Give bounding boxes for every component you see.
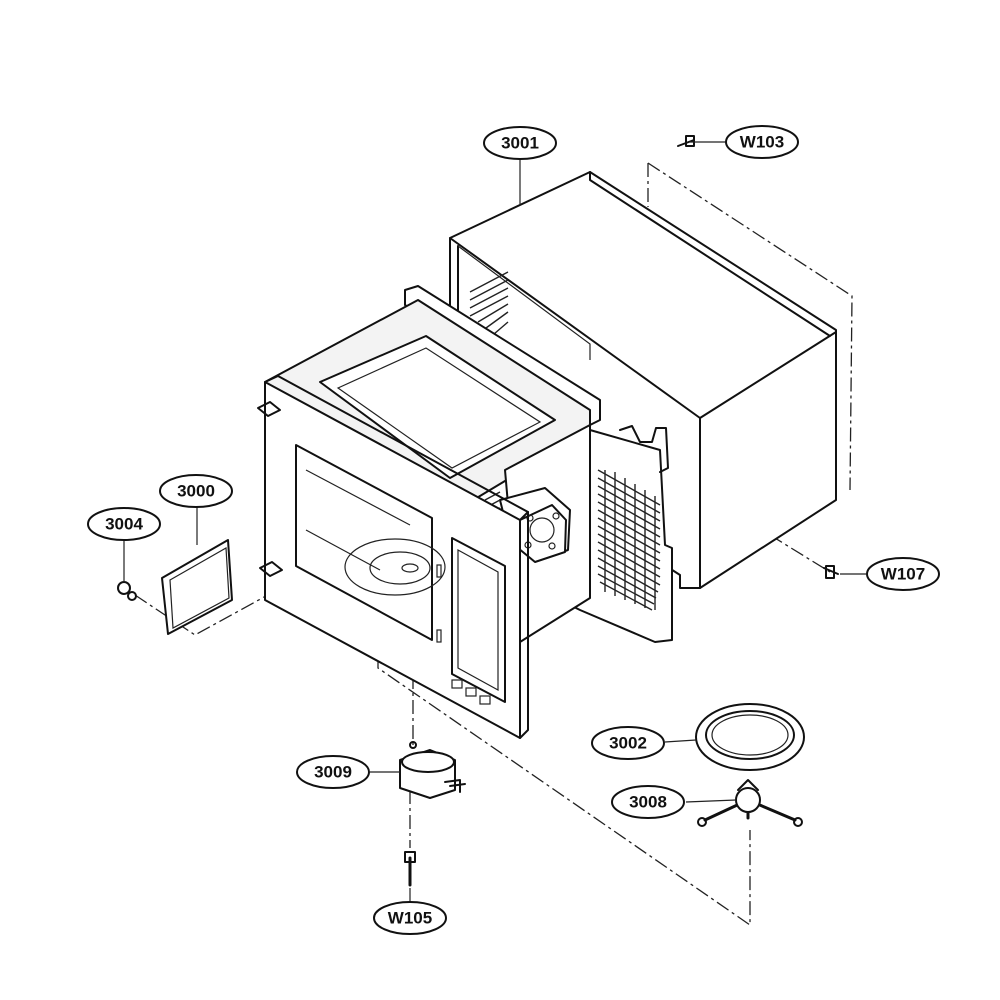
roller-support (697, 779, 803, 827)
callout-w105: W105 (373, 901, 447, 935)
svg-text:3009: 3009 (314, 763, 352, 782)
callout-3001: 3001 (483, 126, 557, 160)
svg-text:3001: 3001 (501, 134, 539, 153)
turntable-motor (399, 741, 466, 799)
inner-chassis (264, 285, 601, 643)
front-frame (257, 375, 529, 739)
screw-w105 (404, 851, 416, 887)
svg-text:3002: 3002 (609, 734, 647, 753)
callout-3008: 3008 (611, 785, 685, 819)
callout-3000: 3000 (159, 474, 233, 508)
callout-w107: W107 (866, 557, 940, 591)
callout-3004: 3004 (87, 507, 161, 541)
screw-3004 (117, 581, 137, 601)
svg-text:W103: W103 (740, 133, 784, 152)
leader-lines (123, 141, 866, 902)
svg-text:3004: 3004 (105, 515, 143, 534)
screw-w103 (677, 135, 695, 147)
waveguide-cover (161, 539, 233, 635)
callout-3009: 3009 (296, 755, 370, 789)
glass-tray (695, 703, 805, 771)
svg-text:W105: W105 (388, 909, 432, 928)
svg-text:3008: 3008 (629, 793, 667, 812)
svg-text:W107: W107 (881, 565, 925, 584)
screw-w107 (823, 565, 839, 579)
callout-w103: W103 (725, 125, 799, 159)
svg-text:3000: 3000 (177, 482, 215, 501)
callout-3002: 3002 (591, 726, 665, 760)
